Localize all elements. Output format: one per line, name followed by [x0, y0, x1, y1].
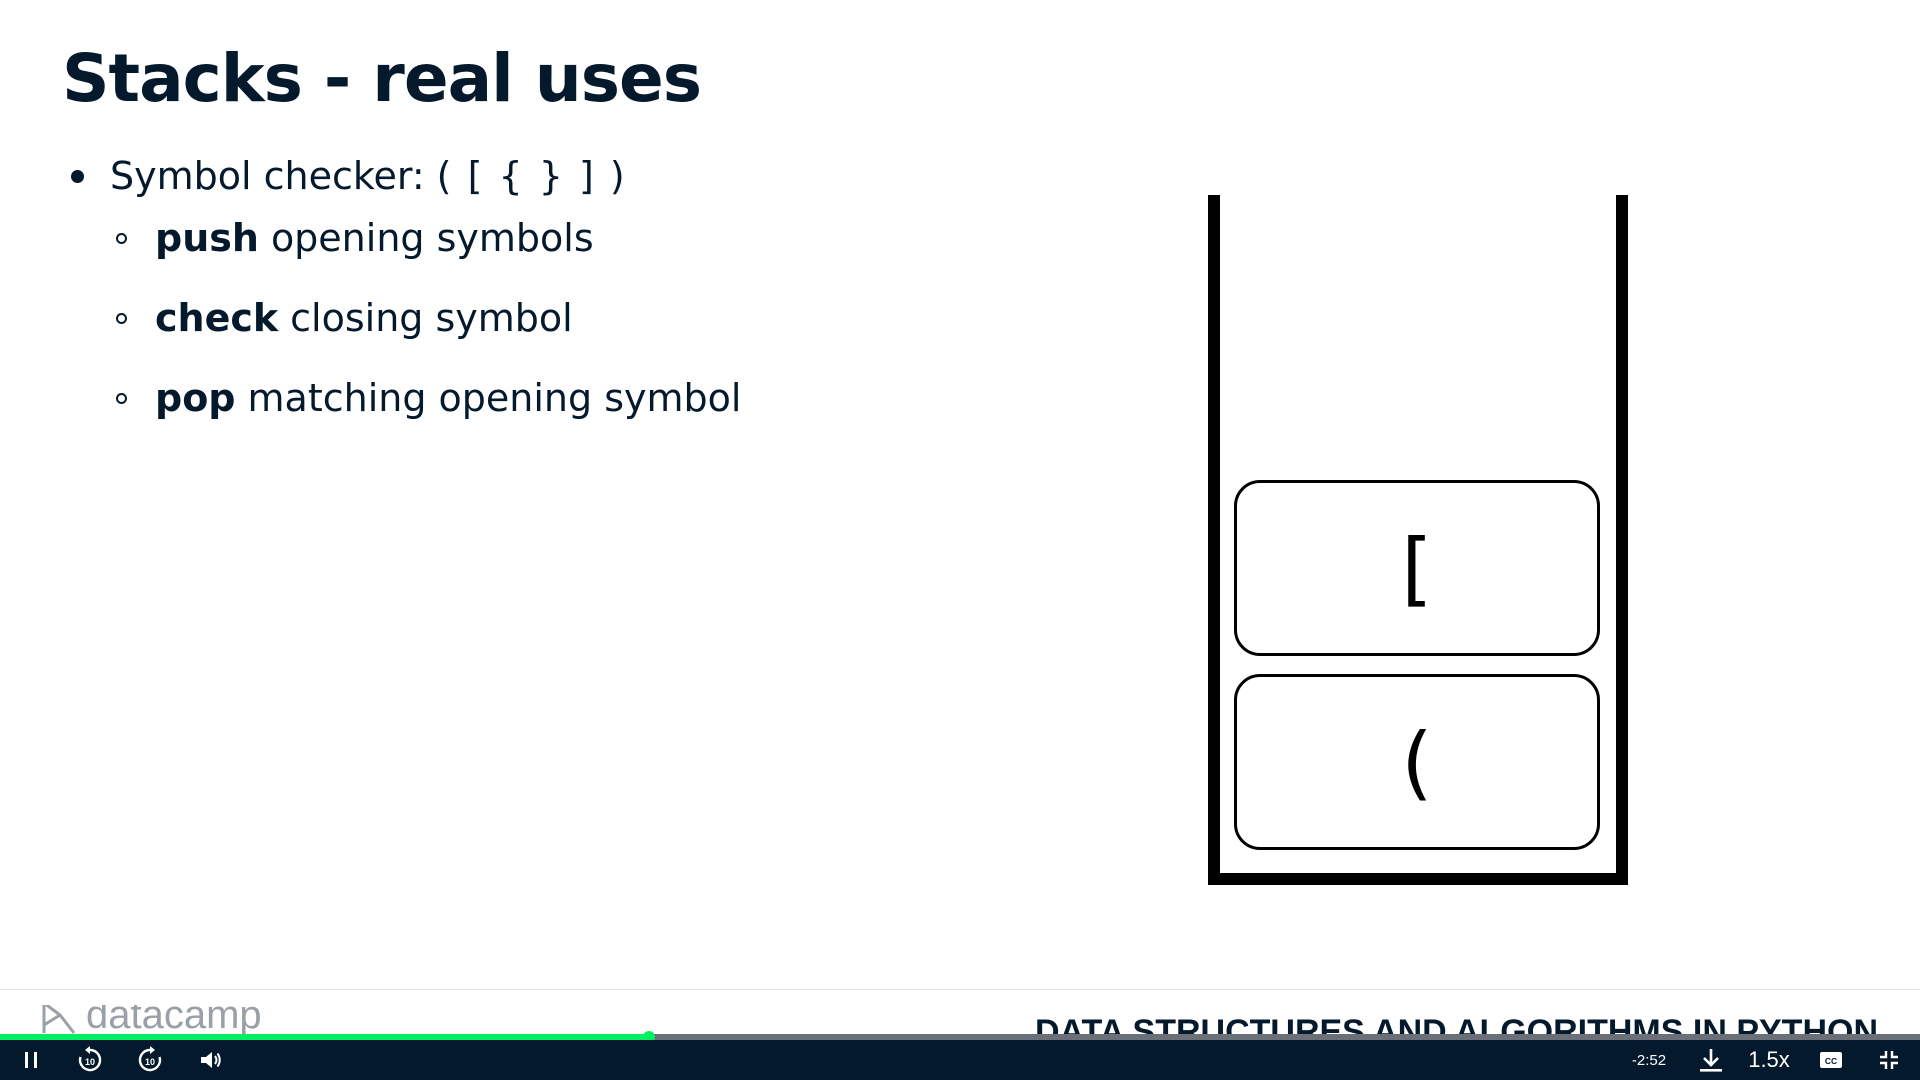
- rewind-10-icon: 10: [78, 1046, 102, 1072]
- sub-bullet-circle: [116, 232, 127, 244]
- exit-fullscreen-icon: [1880, 1051, 1898, 1069]
- bullet-symbol-checker: Symbol checker: ( [ { } ] ): [68, 148, 741, 204]
- svg-text:10: 10: [145, 1057, 155, 1067]
- sub-item-text: opening symbols: [270, 216, 594, 260]
- download-icon: [1700, 1049, 1722, 1072]
- sub-item-text: closing symbol: [290, 296, 573, 340]
- rewind-10-button[interactable]: 10: [72, 1040, 108, 1080]
- bullet-symbols: ( [ { } ] ): [436, 154, 627, 198]
- captions-icon: CC: [1820, 1052, 1842, 1068]
- datacamp-logo-icon: [42, 1005, 76, 1034]
- pause-icon: [25, 1052, 37, 1068]
- player-controls: 10 10 -2:52 1.5x CC: [0, 1040, 1920, 1080]
- sub-item-push: push opening symbols: [116, 210, 741, 266]
- exit-fullscreen-button[interactable]: [1872, 1040, 1906, 1080]
- stack-right-wall: [1616, 195, 1628, 885]
- forward-10-icon: 10: [138, 1046, 162, 1072]
- stack-left-wall: [1208, 195, 1220, 885]
- slide-title: Stacks - real uses: [62, 40, 702, 117]
- progress-fill: [0, 1034, 649, 1040]
- logo-text: datacamp: [86, 1005, 262, 1035]
- pause-button[interactable]: [14, 1040, 48, 1080]
- stack-floor: [1208, 873, 1628, 885]
- slide: Stacks - real uses Symbol checker: ( [ {…: [0, 40, 1920, 1035]
- footer-divider: [0, 989, 1920, 990]
- svg-text:CC: CC: [1825, 1056, 1837, 1066]
- stack-item-top: [: [1234, 480, 1600, 656]
- captions-button[interactable]: CC: [1814, 1040, 1848, 1080]
- bullet-dot: [71, 169, 84, 183]
- stack-item-bottom: (: [1234, 674, 1600, 850]
- bullet-label: Symbol checker:: [110, 154, 425, 198]
- svg-text:10: 10: [85, 1057, 95, 1067]
- playback-speed-button[interactable]: 1.5x: [1748, 1047, 1790, 1072]
- volume-button[interactable]: [194, 1040, 228, 1080]
- volume-icon: [201, 1052, 221, 1068]
- download-button[interactable]: [1694, 1040, 1728, 1080]
- sub-item-check: check closing symbol: [116, 290, 741, 346]
- time-remaining: -2:52: [1631, 1051, 1667, 1069]
- stack-diagram: [ (: [1208, 195, 1628, 885]
- course-title: DATA STRUCTURES AND ALGORITHMS IN PYTHON: [1034, 1013, 1878, 1035]
- sub-item-keyword: pop: [155, 376, 236, 420]
- sub-bullet-circle: [116, 312, 127, 324]
- sub-item-keyword: push: [155, 216, 259, 260]
- sub-item-pop: pop matching opening symbol: [116, 370, 741, 426]
- sub-bullet-list: push opening symbols check closing symbo…: [116, 210, 741, 426]
- bullet-list: Symbol checker: ( [ { } ] ) push opening…: [68, 148, 741, 426]
- sub-item-text: matching opening symbol: [247, 376, 742, 420]
- sub-item-keyword: check: [155, 296, 279, 340]
- sub-bullet-circle: [116, 392, 127, 404]
- datacamp-logo: datacamp: [40, 1005, 262, 1035]
- forward-10-button[interactable]: 10: [132, 1040, 168, 1080]
